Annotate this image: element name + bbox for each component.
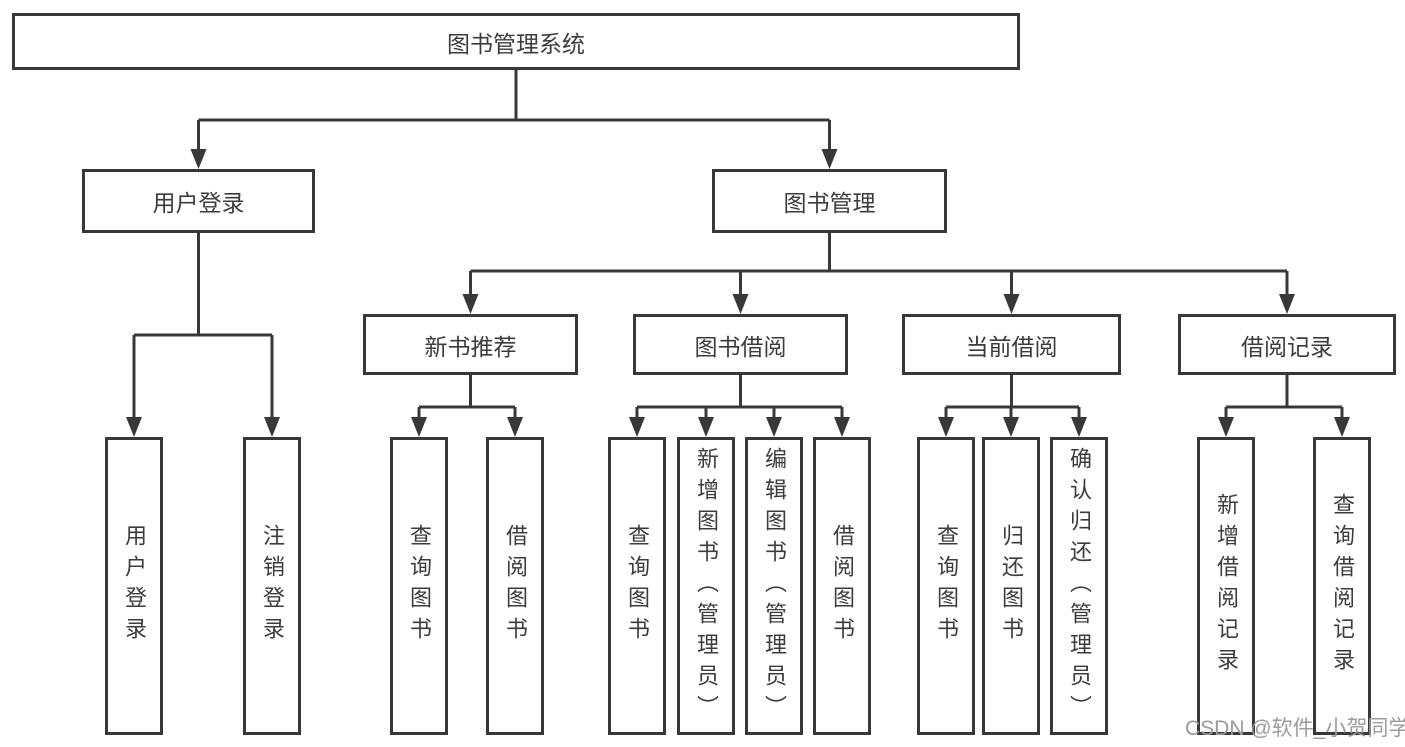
node-root-system: 图书管理系统 — [12, 13, 1020, 70]
node-user-login-label: 用户登录 — [152, 190, 245, 216]
leaf-add-borrow-record: 新增借阅记录 — [1197, 437, 1255, 735]
node-new-book-recommend-label: 新书推荐 — [424, 333, 517, 360]
node-book-borrow-label: 图书借阅 — [694, 333, 787, 360]
node-book-borrow: 图书借阅 — [633, 314, 848, 375]
leaf-logout: 注销登录 — [243, 437, 301, 735]
leaf-logout-label: 注销登录 — [260, 524, 285, 648]
leaf-edit-book-admin: 编辑图书（管理员） — [745, 437, 803, 735]
leaf-user-login-label: 用户登录 — [122, 524, 147, 648]
node-root-label: 图书管理系统 — [447, 30, 585, 57]
leaf-query-books-recommend: 查询图书 — [390, 437, 448, 735]
leaf-return-book: 归还图书 — [982, 437, 1040, 735]
leaf-query-books-borrow: 查询图书 — [608, 437, 666, 735]
leaf-user-login: 用户登录 — [105, 437, 163, 735]
leaf-add-book-admin: 新增图书（管理员） — [677, 437, 735, 735]
leaf-query-borrow-record: 查询借阅记录 — [1313, 437, 1371, 735]
leaf-confirm-return-admin: 确认归还（管理员） — [1050, 437, 1108, 735]
leaf-borrow-books-recommend-label: 借阅图书 — [503, 524, 528, 648]
leaf-query-books-borrow-label: 查询图书 — [625, 524, 650, 648]
leaf-borrow-books-recommend: 借阅图书 — [486, 437, 544, 735]
node-current-borrow: 当前借阅 — [902, 314, 1121, 375]
node-current-borrow-label: 当前借阅 — [965, 333, 1058, 360]
leaf-query-books-current: 查询图书 — [917, 437, 975, 735]
node-book-management: 图书管理 — [712, 169, 947, 233]
leaf-borrow-books-label: 借阅图书 — [830, 524, 855, 648]
leaf-return-book-label: 归还图书 — [999, 524, 1024, 648]
node-book-management-label: 图书管理 — [783, 190, 876, 216]
leaf-query-borrow-record-label: 查询借阅记录 — [1330, 493, 1355, 679]
node-borrow-records-label: 借阅记录 — [1241, 333, 1333, 360]
leaf-confirm-return-admin-label: 确认归还（管理员） — [1067, 446, 1092, 726]
leaf-add-book-admin-label: 新增图书（管理员） — [694, 446, 719, 726]
leaf-borrow-books: 借阅图书 — [813, 437, 871, 735]
node-new-book-recommend: 新书推荐 — [363, 314, 578, 375]
leaf-query-books-current-label: 查询图书 — [934, 524, 959, 648]
leaf-add-borrow-record-label: 新增借阅记录 — [1214, 493, 1239, 679]
node-borrow-records: 借阅记录 — [1178, 314, 1396, 375]
leaf-edit-book-admin-label: 编辑图书（管理员） — [762, 446, 787, 726]
node-user-login: 用户登录 — [82, 169, 315, 233]
csdn-watermark: CSDN @软件_小贺同学 — [1185, 717, 1405, 740]
leaf-query-books-recommend-label: 查询图书 — [407, 524, 432, 648]
